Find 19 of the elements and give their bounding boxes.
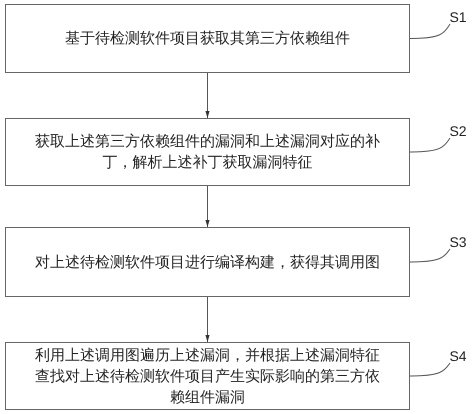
leader-line [410, 362, 450, 376]
arrow [205, 72, 210, 118]
step-number: S3 [449, 234, 467, 250]
step-number: S2 [449, 123, 467, 139]
process-box [5, 4, 410, 73]
step-text: 基于待检测软件项目获取其第三方依赖组件 [64, 28, 351, 49]
process-box [5, 118, 410, 186]
step-text: 获取上述第三方依赖组件的漏洞和上述漏洞对应的补丁，解析上述补丁获取漏洞特征 [34, 131, 380, 173]
leader-line [410, 248, 450, 262]
step-number: S1 [449, 9, 467, 25]
step-text: 利用上述调用图遍历上述漏洞，并根据上述漏洞特征查找对上述待检测软件项目产生实际影响的第三方依赖组件漏洞 [34, 344, 380, 408]
arrow [205, 186, 210, 228]
arrow [205, 296, 210, 342]
process-box [5, 227, 410, 297]
step-number: S4 [449, 348, 467, 364]
step-text: 对上述待检测软件项目进行编译构建，获得其调用图 [34, 252, 380, 272]
process-box [5, 342, 410, 410]
leader-line [410, 138, 450, 152]
leader-line [410, 24, 450, 39]
